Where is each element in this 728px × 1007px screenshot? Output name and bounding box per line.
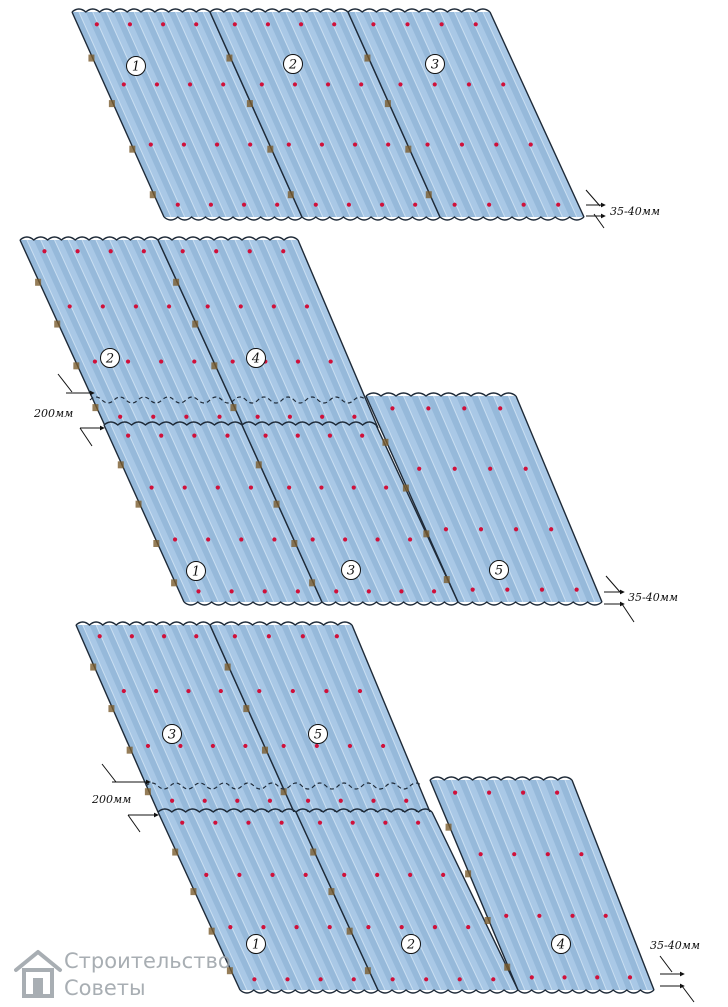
eave-dimension-label: 35-40мм [650,939,700,952]
sheet [75,621,295,816]
svg-text:4: 4 [556,938,565,953]
eave-dimension: 35-40мм [604,575,678,623]
sheet-number: 4 [246,348,266,368]
sheet [71,8,303,221]
sheet [295,808,519,994]
sheet [19,236,245,432]
sheet-number: 3 [341,560,361,580]
sheet [157,236,379,432]
sheet [429,776,655,994]
svg-text:5: 5 [495,564,503,579]
sheet [209,621,431,816]
eave-dimension-label: 35-40мм [628,591,678,604]
eave-dimension: 35-40мм [650,939,700,1003]
sheet [103,421,323,606]
overlap-dimension-label: 200мм [33,407,73,420]
eave-dimension: 35-40мм [585,189,660,229]
overlap-dimension-label: 200мм [91,793,131,806]
svg-text:1: 1 [132,60,140,75]
eave-dimension-label: 35-40мм [610,205,660,218]
svg-text:4: 4 [251,352,260,367]
sheet-number: 1 [186,561,206,581]
sheet-number: 5 [489,560,509,580]
svg-text:1: 1 [192,565,200,580]
overlap-dimension: 200мм [91,763,159,833]
svg-text:2: 2 [288,58,297,73]
overlap-line [89,396,367,404]
sheet-number: 5 [308,724,328,744]
watermark: Строительство Советы [14,949,231,1000]
diagram-2: 2 4 1 3 5 200мм 35 [19,236,678,623]
svg-text:5: 5 [314,728,322,743]
house-icon [14,950,62,998]
sheet-number: 4 [551,934,571,954]
svg-text:3: 3 [168,728,176,743]
svg-text:2: 2 [406,938,415,953]
sheet-number: 1 [126,56,146,76]
sheet [365,392,603,606]
sheet-number: 3 [162,724,182,744]
watermark-line2: Советы [64,976,146,1000]
sheet [241,421,459,606]
svg-text:1: 1 [252,938,260,953]
overlap-dimension: 200мм [33,373,105,447]
svg-text:2: 2 [105,352,114,367]
sheet-number: 2 [401,934,421,954]
sheet [209,8,441,221]
sheet-number: 2 [283,54,303,74]
diagram-1: 1 2 3 35-40мм [71,8,660,229]
sheet [347,8,585,221]
diagram-3: 3 5 1 2 4 200мм 35 [75,621,700,1003]
svg-text:3: 3 [347,564,355,579]
sheet-number: 2 [100,348,120,368]
svg-text:3: 3 [431,58,439,73]
overlap-line [145,782,423,790]
sheet-number: 1 [246,934,266,954]
sheet-number: 3 [425,54,445,74]
watermark-line1: Строительство [64,949,231,973]
